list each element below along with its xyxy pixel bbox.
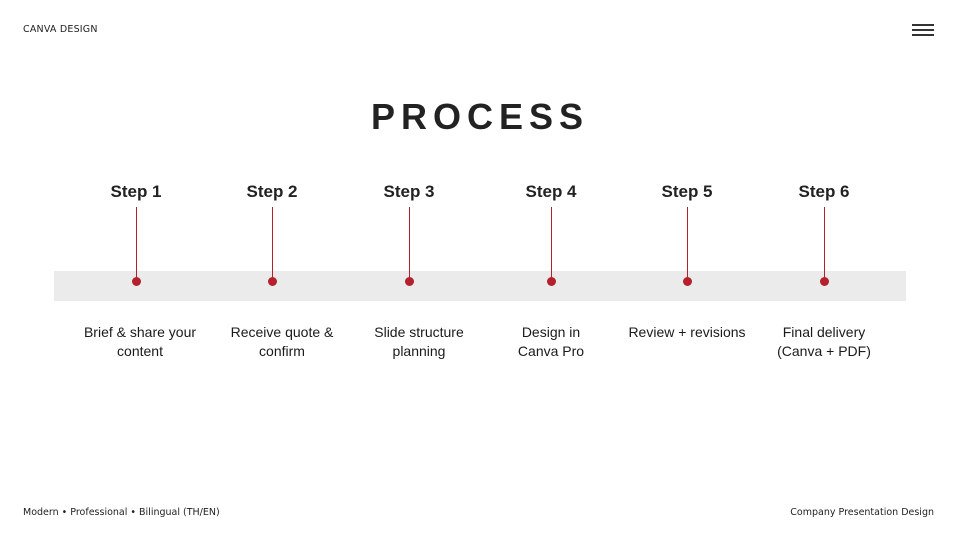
step-marker-dot (404, 277, 414, 286)
step-marker-dot (819, 277, 829, 286)
brand-label: CANVA DESIGN (23, 24, 98, 35)
step-description: Final delivery (Canva + PDF) (777, 324, 871, 359)
step-description: Review + revisions (628, 324, 746, 340)
step-label: Step 5 (661, 182, 713, 201)
page-title: PROCESS (370, 96, 590, 137)
step-marker-dot (682, 277, 692, 286)
step-marker-dot (267, 277, 277, 286)
step-label: Step 1 (110, 182, 162, 201)
step-label: Step 2 (246, 182, 298, 201)
menu-line (912, 34, 934, 36)
step-description: Brief & share your content (83, 324, 197, 359)
menu-line (912, 29, 934, 31)
menu-line (912, 24, 934, 26)
footer-subtitle: Company Presentation Design (790, 507, 934, 518)
step-description: Receive quote & confirm (230, 324, 334, 359)
step-marker-dot (131, 277, 141, 286)
timeline-band (54, 271, 906, 301)
step-description: Design in Canva Pro (517, 324, 585, 359)
step-marker-dot (546, 277, 556, 286)
footer-tagline: Modern • Professional • Bilingual (TH/EN… (23, 507, 220, 518)
step-description: Slide structure planning (374, 324, 464, 359)
step-label: Step 3 (383, 182, 435, 201)
step-label: Step 6 (798, 182, 850, 201)
step-connector-line (823, 207, 825, 281)
step-connector-line (135, 207, 137, 281)
hamburger-menu-icon[interactable] (910, 22, 936, 38)
step-label: Step 4 (525, 182, 577, 201)
step-connector-line (550, 207, 552, 281)
step-connector-line (271, 207, 273, 281)
step-connector-line (408, 207, 410, 281)
step-connector-line (686, 207, 688, 281)
